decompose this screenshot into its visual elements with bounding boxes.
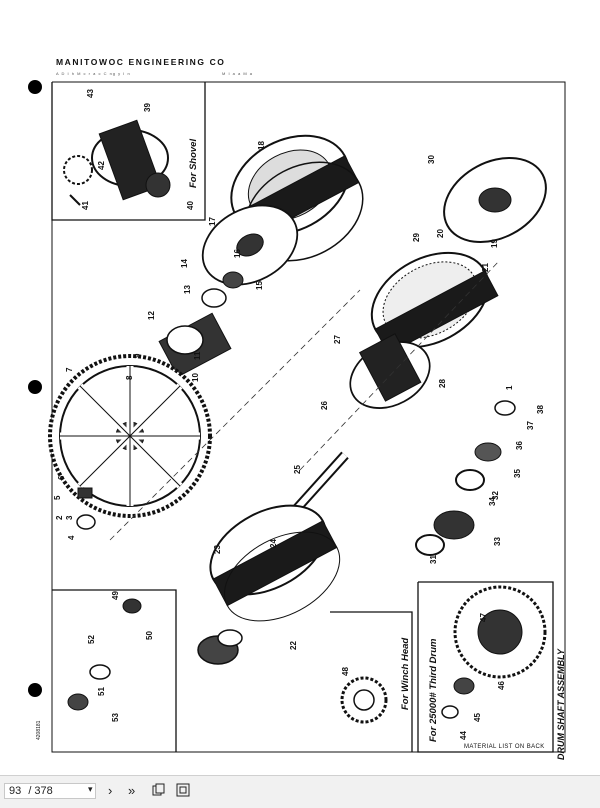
sub-header-left: A D I h M c r a c C ng y I n (56, 71, 131, 76)
material-list-note: MATERIAL LIST ON BACK (464, 744, 545, 750)
callout-48: 48 (341, 667, 350, 676)
callout-52: 52 (87, 635, 96, 644)
label-for-shovel: For Shovel (188, 138, 199, 188)
callout-36: 36 (515, 441, 524, 450)
page-dropdown-icon[interactable]: ▾ (88, 784, 93, 794)
callout-34: 34 (488, 497, 497, 506)
exploded-drawing: 1 2 3 4 5 6 7 8 9 10 11 12 13 14 15 16 1… (48, 81, 566, 753)
callout-5: 5 (53, 495, 62, 500)
callout-7: 7 (65, 367, 74, 372)
callout-44: 44 (459, 731, 468, 740)
callout-35: 35 (513, 469, 522, 478)
page-current: 93 (9, 785, 22, 797)
callout-3: 3 (65, 515, 74, 520)
callout-40: 40 (186, 201, 195, 210)
callout-10: 10 (191, 373, 200, 382)
copy-icon[interactable] (152, 783, 166, 801)
callout-6: 6 (57, 475, 66, 480)
callout-20: 20 (436, 229, 445, 238)
viewer-toolbar: 93 / 378 ▾ › » (0, 775, 600, 808)
callout-15: 15 (255, 281, 264, 290)
sub-header-right: M I a a M a (222, 71, 254, 76)
callout-1: 1 (505, 385, 514, 390)
callout-4: 4 (67, 535, 76, 540)
callout-13: 13 (183, 285, 192, 294)
callout-43: 43 (86, 89, 95, 98)
callout-12: 12 (147, 311, 156, 320)
callout-18: 18 (257, 141, 266, 150)
callout-37: 37 (526, 421, 535, 430)
callout-42: 42 (97, 161, 106, 170)
callout-47: 47 (479, 613, 488, 622)
scanned-page: MANITOWOC ENGINEERING CO A D I h M c r a… (28, 57, 566, 760)
callout-38: 38 (536, 405, 545, 414)
callout-32: 32 (491, 491, 500, 500)
page-indicator[interactable]: 93 / 378 (4, 783, 96, 799)
callout-30: 30 (427, 155, 436, 164)
callout-39: 39 (143, 103, 152, 112)
callout-26: 26 (320, 401, 329, 410)
label-for-third-drum: For 25000# Third Drum (428, 638, 439, 742)
callout-45: 45 (473, 713, 482, 722)
company-header: MANITOWOC ENGINEERING CO (56, 57, 226, 67)
callout-41: 41 (81, 201, 90, 210)
binder-hole (28, 683, 42, 697)
last-page-icon[interactable]: » (128, 783, 136, 798)
callout-17: 17 (208, 217, 217, 226)
callout-16: 16 (233, 249, 242, 258)
callout-19: 19 (490, 239, 499, 248)
callout-51: 51 (97, 687, 106, 696)
callout-53: 53 (111, 713, 120, 722)
callout-21: 21 (481, 263, 490, 272)
callout-46: 46 (497, 681, 506, 690)
document-id: 4208181 (36, 720, 42, 740)
assembly-title: DRUM SHAFT ASSEMBLY (556, 649, 566, 760)
callout-numbers: 1 2 3 4 5 6 7 8 9 10 11 12 13 14 15 16 1… (53, 89, 545, 740)
fit-icon[interactable] (176, 783, 190, 801)
callout-29: 29 (412, 233, 421, 242)
callout-31: 31 (429, 555, 438, 564)
callout-22: 22 (289, 641, 298, 650)
callout-23: 23 (213, 545, 222, 554)
label-for-winch-head: For Winch Head (400, 637, 411, 710)
callout-25: 25 (293, 465, 302, 474)
callout-9: 9 (133, 353, 142, 358)
callout-27: 27 (333, 335, 342, 344)
callout-49: 49 (111, 591, 120, 600)
next-page-icon[interactable]: › (108, 783, 113, 798)
callout-24: 24 (269, 539, 278, 548)
callout-11: 11 (193, 351, 202, 360)
callout-33: 33 (493, 537, 502, 546)
callout-50: 50 (145, 631, 154, 640)
callout-28: 28 (438, 379, 447, 388)
callout-14: 14 (180, 259, 189, 268)
binder-hole (28, 380, 42, 394)
page-total: / 378 (28, 785, 53, 797)
callout-2: 2 (55, 515, 64, 520)
callout-8: 8 (125, 375, 134, 380)
binder-hole (28, 80, 42, 94)
